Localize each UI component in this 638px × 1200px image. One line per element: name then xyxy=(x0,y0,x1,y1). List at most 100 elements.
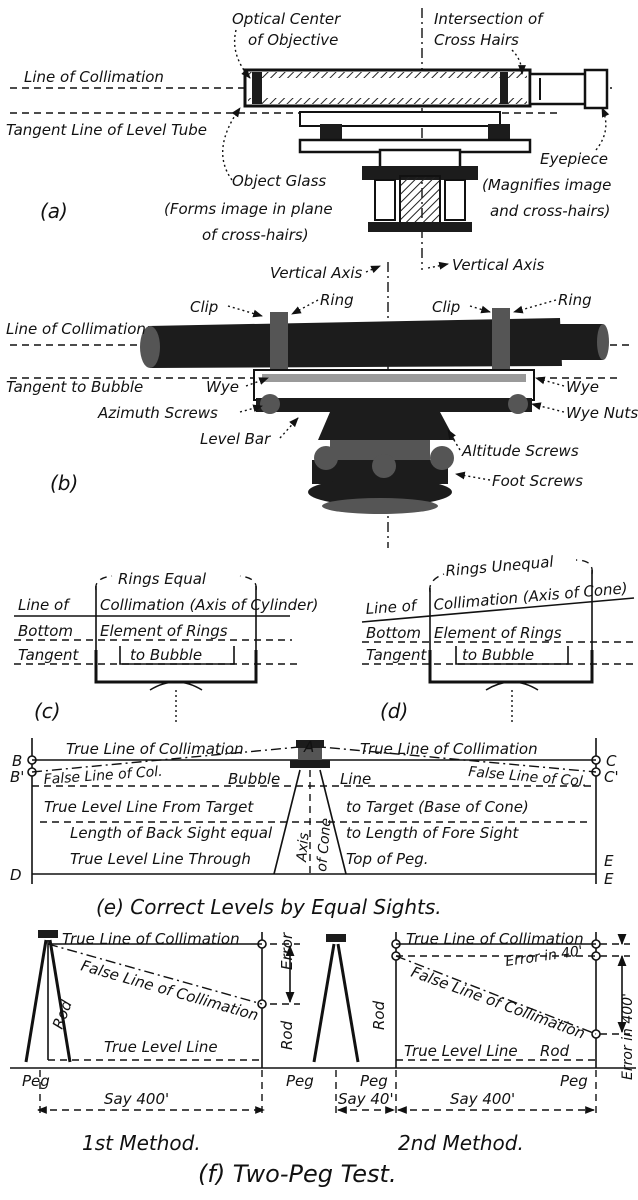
f1-label-say-400: Say 400' xyxy=(104,1090,169,1108)
b-label-level-bar: Level Bar xyxy=(200,430,271,448)
a-label-optical-center-1: Optical Center xyxy=(232,10,341,28)
c-label-element: Element of Rings xyxy=(100,622,228,640)
f2-label-method: 2nd Method. xyxy=(398,1131,524,1155)
b-label-wye-right: Wye xyxy=(566,378,599,396)
b-arrow-azimuth xyxy=(239,404,263,413)
d-label-rings-unequal: Rings Unequal xyxy=(445,553,555,580)
f2-label-true-loc: True Line of Collimation xyxy=(406,930,584,948)
b-label-altitude-screws: Altitude Screws xyxy=(461,442,579,460)
b-arrow-level-bar xyxy=(279,417,299,439)
e-label-to-length: to Length of Fore Sight xyxy=(346,824,520,842)
f1-label-rod-right: Rod xyxy=(278,1020,296,1050)
panel-e: True Line of Collimation True Line of Co… xyxy=(10,738,619,919)
f1-label-false-loc: False Line of Collimation xyxy=(79,957,261,1025)
b-label-clip-right: Clip xyxy=(432,298,460,316)
a-telescope-tube xyxy=(243,68,609,110)
f2-label-rod-left: Rod xyxy=(370,1000,388,1030)
c-caption: (c) xyxy=(34,699,61,723)
b-arrow-wye-right xyxy=(535,376,565,387)
b-arrow-ring-right xyxy=(513,299,557,314)
panel-c: Rings Equal Line of Collimation (Axis of… xyxy=(14,570,318,724)
f2-label-error400: Error in 400' xyxy=(620,993,636,1080)
b-label-wye-nuts: Wye Nuts xyxy=(566,404,638,422)
e-point-E: E xyxy=(604,852,614,870)
a-level-bar-and-spindle xyxy=(298,124,532,232)
b-arrow-wye-left xyxy=(245,377,269,387)
e-false-col-right xyxy=(309,745,597,773)
e-label-true-level-through: True Level Line Through xyxy=(70,850,251,868)
e-point-C2: C' xyxy=(604,768,619,786)
e-point-B: B xyxy=(12,752,22,770)
e-label-true-loc-left: True Line of Collimation xyxy=(66,740,244,758)
a-label-forms-image-2: of cross-hairs) xyxy=(202,226,309,244)
b-arrow-ring-left xyxy=(291,299,319,315)
f1-false-collimation xyxy=(47,943,263,1005)
c-arc-right xyxy=(239,575,257,591)
a-label-intersection-1: Intersection of xyxy=(434,10,545,28)
d-caption: (d) xyxy=(380,699,408,723)
b-arrow-clip-left xyxy=(227,305,263,318)
a-label-optical-center-2: of Objective xyxy=(248,31,338,49)
b-label-foot-screws: Foot Screws xyxy=(492,472,583,490)
a-label-vertical-axis-right: Vertical Axis xyxy=(452,256,545,274)
b-arrow-clip-right xyxy=(469,305,491,314)
c-label-bottom: Bottom xyxy=(18,622,73,640)
f2-label-peg-right: Peg xyxy=(560,1072,588,1090)
f1-tripod xyxy=(24,930,72,1063)
e-label-top-of-peg: Top of Peg. xyxy=(346,850,429,868)
e-point-A: A xyxy=(303,738,314,756)
a-label-vertical-axis-left: Vertical Axis xyxy=(270,264,363,282)
panel-d: Rings Unequal Line of Collimation (Axis … xyxy=(361,553,635,724)
b-label-tangent-to-bubble: Tangent to Bubble xyxy=(6,378,143,396)
a-label-forms-image-1: (Forms image in plane xyxy=(164,200,333,218)
d-label-element: Element of Rings xyxy=(434,624,562,642)
a-arrow-vertical-axis-left xyxy=(365,265,381,274)
f2-label-say40: Say 40' xyxy=(338,1090,394,1108)
e-label-of-cone: of Cone xyxy=(314,817,335,872)
e-label-to-target: to Target (Base of Cone) xyxy=(346,798,529,816)
b-arrow-wye-nuts xyxy=(531,402,565,413)
f2-label-true-level: True Level Line xyxy=(404,1042,518,1060)
b-caption: (b) xyxy=(50,471,78,495)
e-label-axis: Axis xyxy=(294,832,313,863)
e-point-B2: B' xyxy=(10,768,24,786)
c-label-line-of: Line of xyxy=(18,596,71,614)
f2-label-false-loc: False Line of Collimation xyxy=(409,963,588,1043)
b-arrow-altitude xyxy=(447,429,461,451)
f1-label-method: 1st Method. xyxy=(82,1131,201,1155)
a-arrow-vertical-axis-right xyxy=(427,261,449,270)
e-label-false-col-left: False Line of Col. xyxy=(43,764,163,788)
f-caption: (f) Two-Peg Test. xyxy=(198,1160,397,1188)
d-label-line-of: Line of xyxy=(365,596,419,618)
e-label-line: Line xyxy=(340,770,371,788)
c-level-tube xyxy=(94,646,258,691)
c-label-tangent: Tangent xyxy=(18,646,80,664)
d-arc-left xyxy=(429,573,445,593)
b-label-ring-right: Ring xyxy=(558,291,592,309)
a-label-intersection-2: Cross Hairs xyxy=(434,31,519,49)
d-level-tube xyxy=(428,646,594,691)
e-label-true-level-from: True Level Line From Target xyxy=(44,798,254,816)
a-caption: (a) xyxy=(40,199,68,223)
e-label-bubble: Bubble xyxy=(228,770,280,788)
f1-label-true-loc: True Line of Collimation xyxy=(62,930,240,948)
e-instrument xyxy=(273,740,347,875)
f1-label-rod-left: Rod xyxy=(49,997,76,1031)
a-arrow-object-glass xyxy=(222,107,241,181)
f1-label-peg-left: Peg xyxy=(22,1072,50,1090)
e-label-length-back: Length of Back Sight equal xyxy=(70,824,273,842)
e-point-D: D xyxy=(10,866,22,884)
a-level-tube xyxy=(299,111,501,127)
panel-f: True Line of Collimation False Line of C… xyxy=(10,930,636,1188)
e-point-E2: E xyxy=(604,870,614,888)
e-caption: (e) Correct Levels by Equal Sights. xyxy=(96,895,442,919)
c-label-collimation: Collimation (Axis of Cylinder) xyxy=(100,596,318,614)
d-label-bottom: Bottom xyxy=(366,624,421,642)
b-label-line-of-collimation: Line of Collimation xyxy=(6,320,146,338)
f1-label-true-level: True Level Line xyxy=(104,1038,218,1056)
f2-label-say400: Say 400' xyxy=(450,1090,515,1108)
e-label-true-loc-right: True Line of Collimation xyxy=(360,740,538,758)
f2-label-rod-right: Rod xyxy=(540,1042,570,1060)
